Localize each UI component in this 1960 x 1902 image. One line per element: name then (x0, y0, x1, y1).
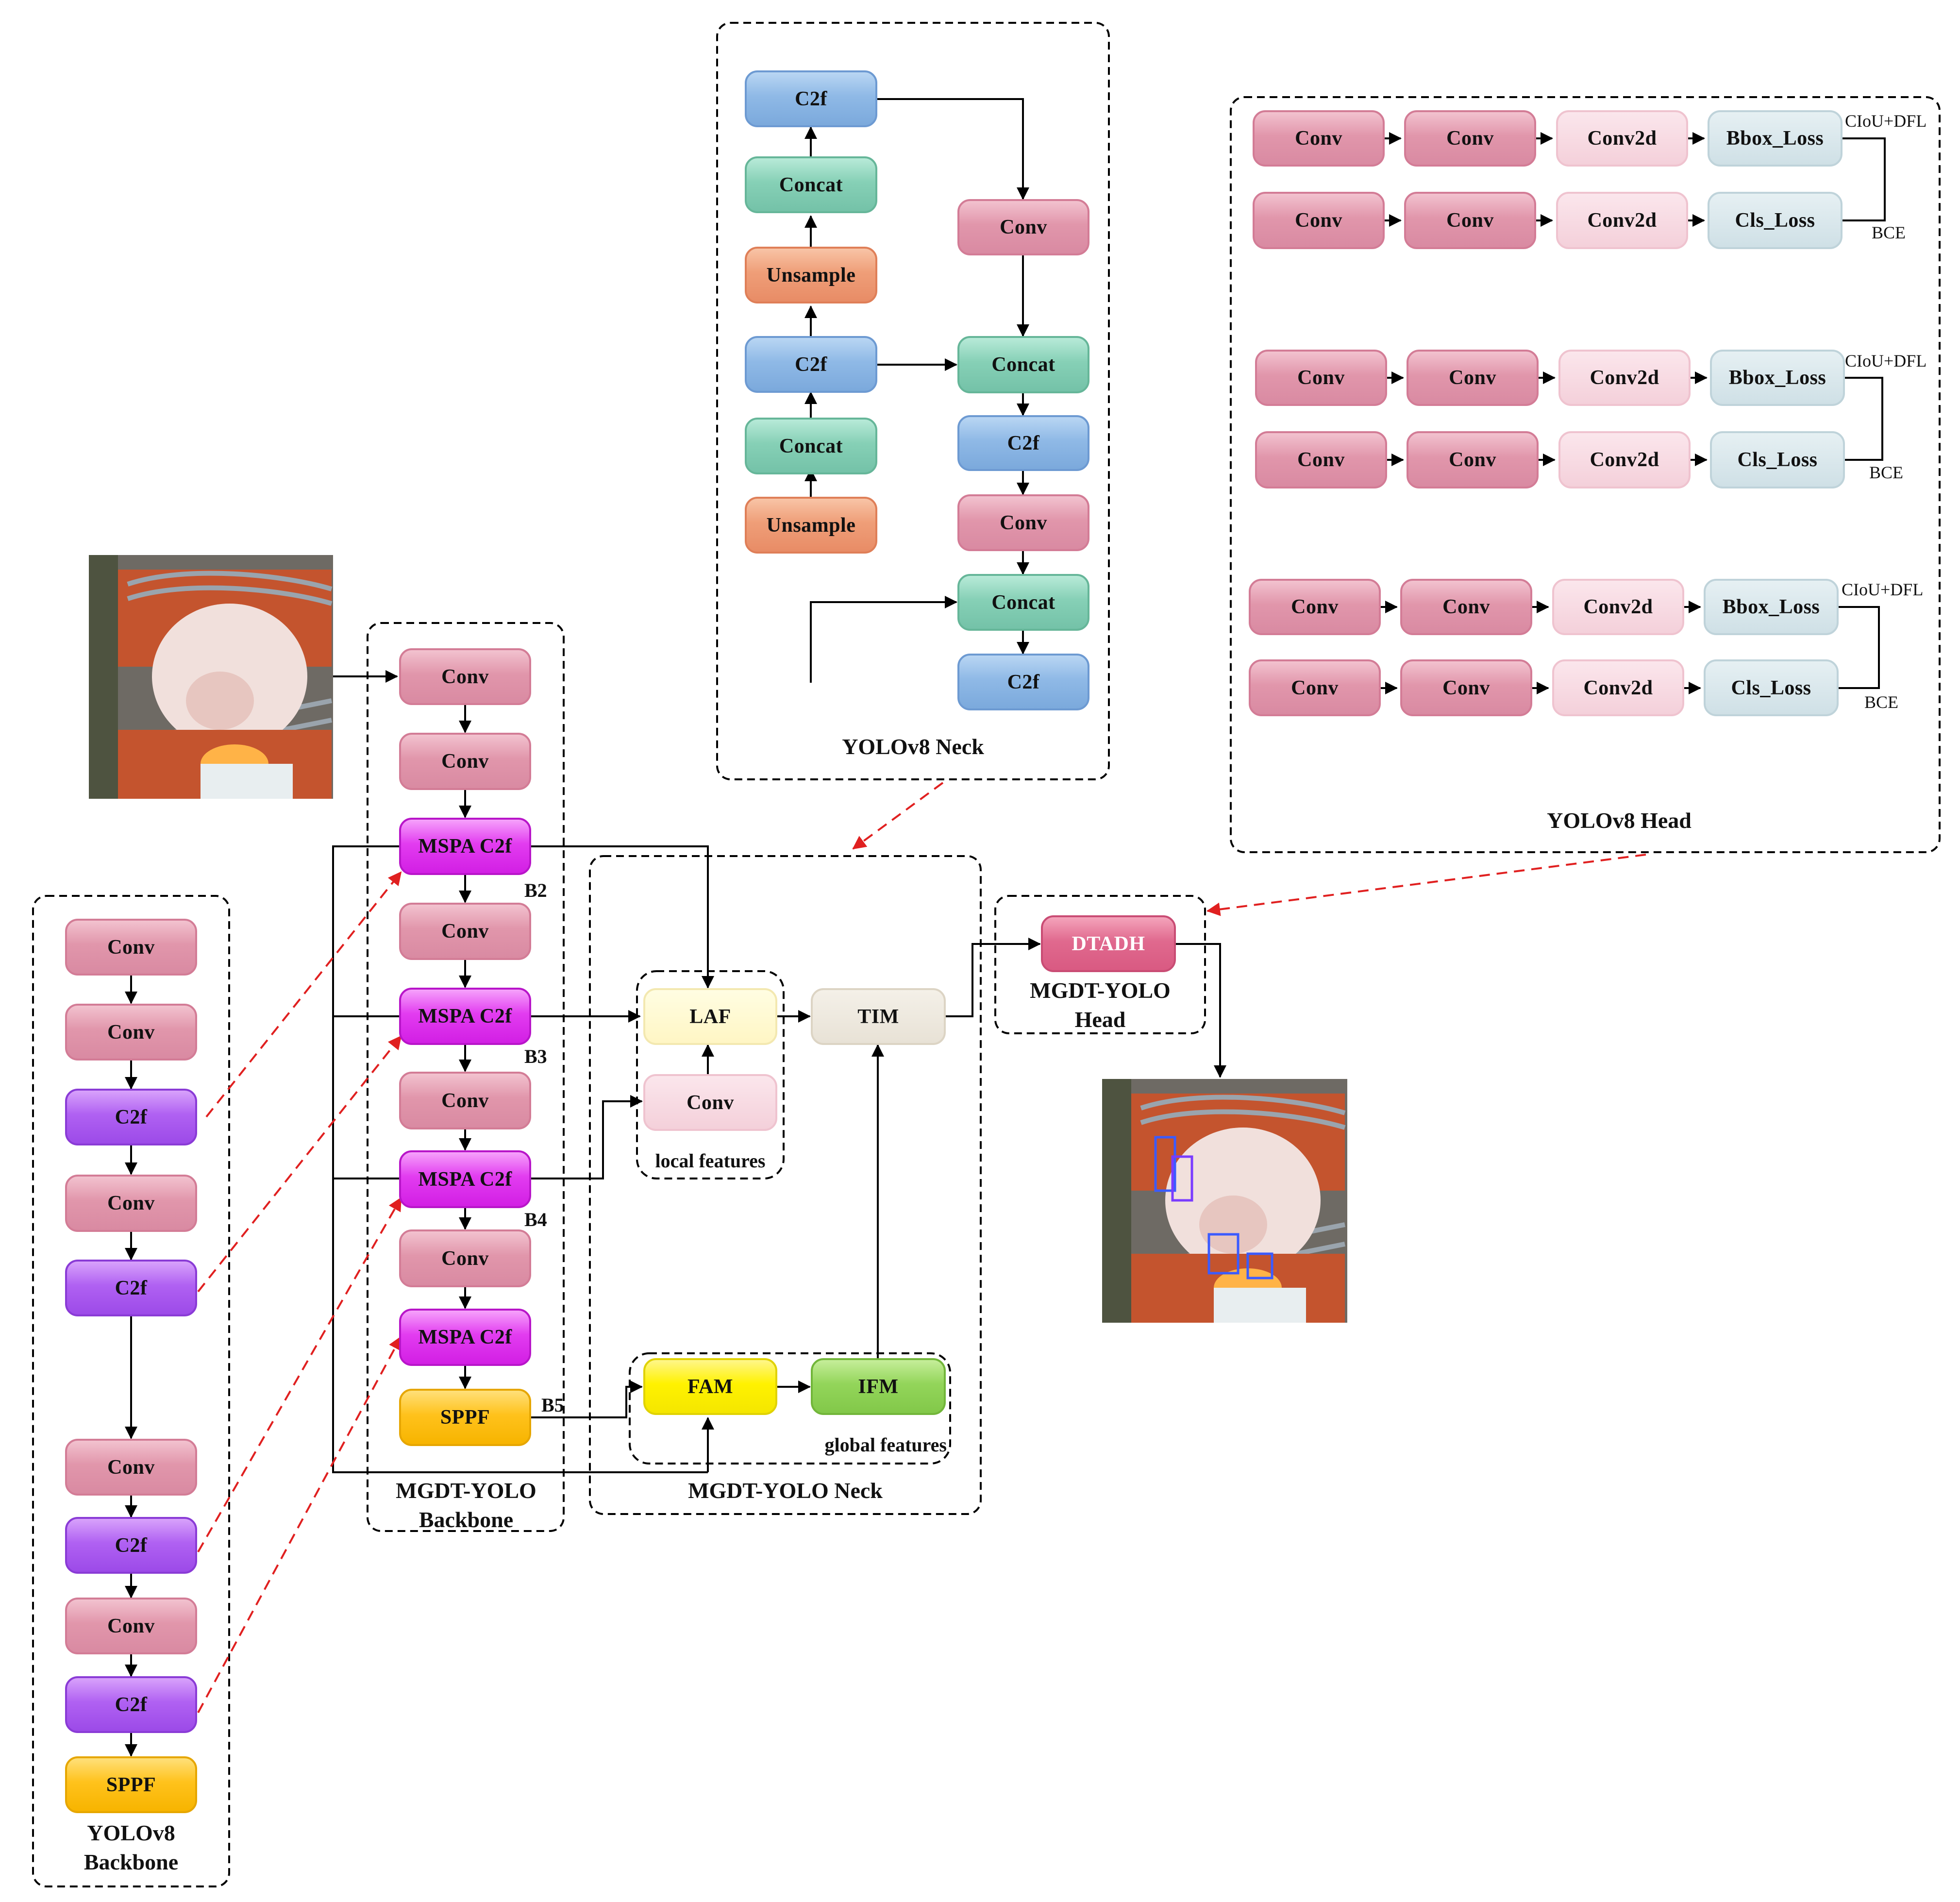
yolov8-backbone-c2f-1: C2f (65, 1089, 197, 1145)
yolov8-backbone-conv-2: Conv (65, 1004, 197, 1060)
mgdt-backbone-conv-2: Conv (399, 733, 531, 790)
mgdt-backbone-mspa-c2f-3: MSPA C2f (399, 1150, 531, 1208)
input-image-drawing (89, 555, 333, 799)
head3-cls-conv2d: Conv2d (1552, 659, 1684, 716)
yolov8-head-frame (1230, 96, 1941, 853)
local-conv-block: Conv (643, 1074, 777, 1131)
tag-b2: B2 (524, 879, 547, 901)
head3-bbox-loss: Bbox_Loss (1704, 579, 1839, 635)
yolov8-backbone-frame (32, 895, 230, 1887)
head1-cls-conv-2: Conv (1404, 192, 1536, 249)
mgdt-backbone-conv-3: Conv (399, 903, 531, 960)
head3-cls-loss: Cls_Loss (1704, 659, 1839, 716)
head1-bbox-conv2d: Conv2d (1556, 110, 1688, 167)
global-features-label: global features (824, 1434, 947, 1456)
head2-cls-loss: Cls_Loss (1710, 431, 1845, 488)
head2-bbox-conv2d: Conv2d (1558, 350, 1691, 406)
mgdt-neck-title: MGDT-YOLO Neck (688, 1478, 883, 1503)
neck-left-unsample-bottom: Unsample (745, 497, 877, 554)
head2-cls-conv-1: Conv (1255, 431, 1387, 488)
neck-left-c2f-mid: C2f (745, 336, 877, 393)
mgdt-backbone-mspa-c2f-4: MSPA C2f (399, 1309, 531, 1366)
head2-cls-conv2d: Conv2d (1558, 431, 1691, 488)
head1-cls-conv-1: Conv (1253, 192, 1385, 249)
yolov8-backbone-conv-4: Conv (65, 1439, 197, 1496)
yolov8-backbone-c2f-3: C2f (65, 1517, 197, 1574)
head1-bbox-loss: Bbox_Loss (1708, 110, 1843, 167)
ifm-block: IFM (811, 1358, 946, 1415)
mgdt-backbone-frame (367, 622, 565, 1532)
neck-right-conv-mid: Conv (957, 494, 1089, 551)
head1-cls-loss: Cls_Loss (1708, 192, 1843, 249)
global-features-frame (629, 1352, 951, 1464)
mgdt-head-title: MGDT-YOLO Head (1030, 978, 1171, 1032)
mgdt-backbone-sppf: SPPF (399, 1389, 531, 1446)
mgdt-backbone-mspa-c2f-1: MSPA C2f (399, 818, 531, 875)
head1-bce-label: BCE (1872, 223, 1906, 242)
yolov8-backbone-c2f-2: C2f (65, 1260, 197, 1316)
head1-cls-conv2d: Conv2d (1556, 192, 1688, 249)
yolov8-neck-frame (716, 22, 1110, 780)
yolov8-backbone-title: YOLOv8 Backbone (84, 1820, 179, 1874)
mgdt-backbone-conv-4: Conv (399, 1072, 531, 1129)
head2-bbox-loss: Bbox_Loss (1710, 350, 1845, 406)
yolov8-neck-title: YOLOv8 Neck (842, 734, 984, 759)
tim-block: TIM (811, 988, 946, 1045)
neck-left-concat-top: Concat (745, 156, 877, 213)
output-image (1102, 1079, 1347, 1323)
neck-right-c2f-mid: C2f (957, 415, 1089, 471)
mgdt-head-frame (994, 895, 1206, 1034)
neck-left-c2f-top: C2f (745, 70, 877, 127)
head3-bbox-conv2d: Conv2d (1552, 579, 1684, 635)
neck-right-concat-top: Concat (957, 336, 1089, 393)
mgdt-neck-frame (589, 855, 982, 1515)
head3-ciou-label: CIoU+DFL (1842, 580, 1924, 599)
input-image (89, 555, 333, 799)
mgdt-backbone-title: MGDT-YOLO Backbone (396, 1478, 536, 1532)
head3-bbox-conv-2: Conv (1400, 579, 1532, 635)
yolov8-backbone-conv-3: Conv (65, 1175, 197, 1232)
head3-cls-conv-1: Conv (1249, 659, 1381, 716)
head3-bbox-conv-1: Conv (1249, 579, 1381, 635)
mgdt-backbone-mspa-c2f-2: MSPA C2f (399, 988, 531, 1045)
neck-right-conv-top: Conv (957, 199, 1089, 255)
tag-b4: B4 (524, 1209, 547, 1230)
head2-bbox-conv-2: Conv (1407, 350, 1539, 406)
yolov8-backbone-c2f-4: C2f (65, 1676, 197, 1733)
head2-ciou-label: CIoU+DFL (1845, 351, 1927, 370)
head2-bbox-conv-1: Conv (1255, 350, 1387, 406)
head3-cls-conv-2: Conv (1400, 659, 1532, 716)
head2-cls-conv-2: Conv (1407, 431, 1539, 488)
mgdt-backbone-conv-1: Conv (399, 648, 531, 705)
head1-ciou-label: CIoU+DFL (1845, 111, 1927, 131)
head3-bce-label: BCE (1864, 692, 1899, 712)
head1-bbox-conv-1: Conv (1253, 110, 1385, 167)
neck-left-unsample-top: Unsample (745, 247, 877, 303)
mgdt-backbone-conv-5: Conv (399, 1229, 531, 1287)
laf-block: LAF (643, 988, 777, 1045)
yolov8-backbone-conv-5: Conv (65, 1598, 197, 1654)
local-features-label: local features (655, 1150, 766, 1172)
local-features-frame (636, 970, 785, 1179)
tag-b5: B5 (541, 1394, 564, 1416)
neck-left-concat-mid: Concat (745, 418, 877, 474)
dtadh-block: DTADH (1041, 915, 1176, 972)
head2-bce-label: BCE (1869, 463, 1904, 482)
neck-right-c2f-bottom: C2f (957, 654, 1089, 710)
neck-right-concat-bottom: Concat (957, 574, 1089, 631)
yolov8-backbone-conv-1: Conv (65, 919, 197, 976)
yolov8-head-title: YOLOv8 Head (1547, 808, 1692, 833)
output-image-drawing (1102, 1079, 1347, 1323)
fam-block: FAM (643, 1358, 777, 1415)
yolov8-backbone-sppf: SPPF (65, 1756, 197, 1813)
tag-b3: B3 (524, 1045, 547, 1067)
head1-bbox-conv-2: Conv (1404, 110, 1536, 167)
